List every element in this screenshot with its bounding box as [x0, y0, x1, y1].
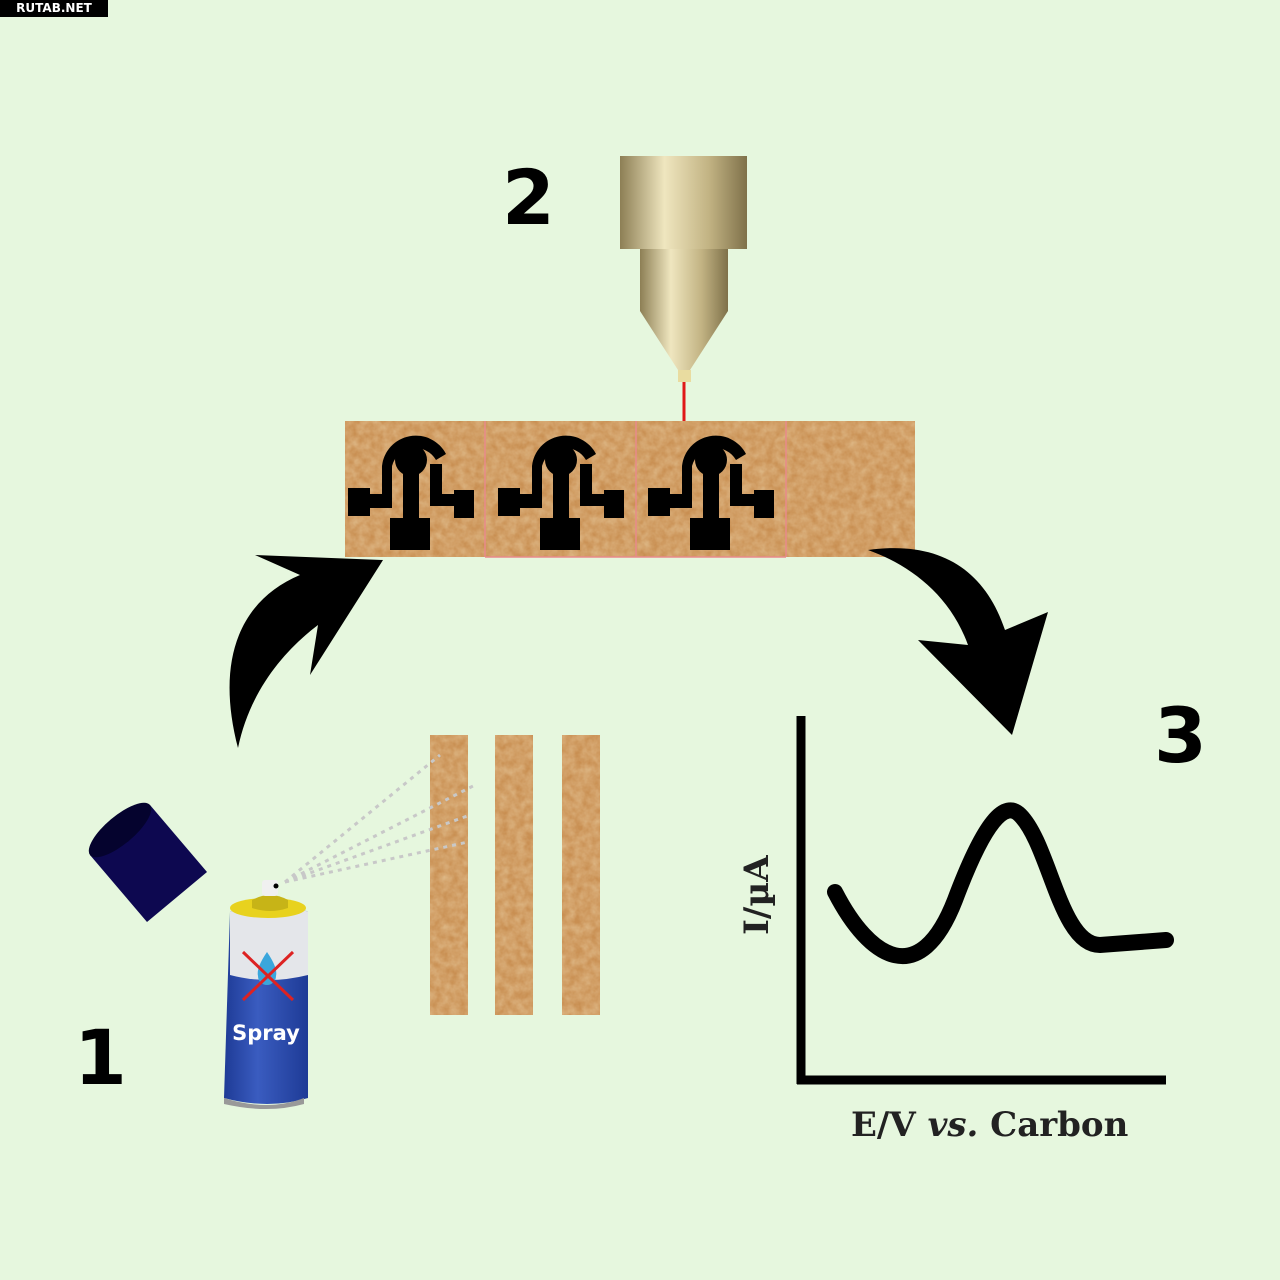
water-drop-icon	[257, 952, 277, 985]
cork-strips	[430, 735, 600, 1015]
cork-substrate	[345, 421, 915, 558]
step-2-label: 2	[502, 153, 555, 242]
watermark: RUTAB.NET	[0, 0, 108, 17]
spray-mist	[284, 753, 476, 884]
x-axis-label: E/V vs. Carbon	[851, 1105, 1128, 1145]
printer-nozzle	[620, 156, 747, 440]
peak-curve	[827, 802, 1174, 965]
step-1-label: 1	[74, 1013, 127, 1102]
spray-can: Spray	[224, 880, 308, 1109]
arrow-step1-to-2	[229, 555, 383, 748]
y-axis-label: I/µA	[737, 855, 777, 935]
step-3-label: 3	[1154, 691, 1207, 780]
voltammogram: I/µA E/V vs. Carbon	[737, 716, 1174, 1145]
spray-label: Spray	[232, 1021, 300, 1045]
arrow-step2-to-3	[868, 548, 1048, 735]
spray-can-cap	[88, 802, 207, 922]
